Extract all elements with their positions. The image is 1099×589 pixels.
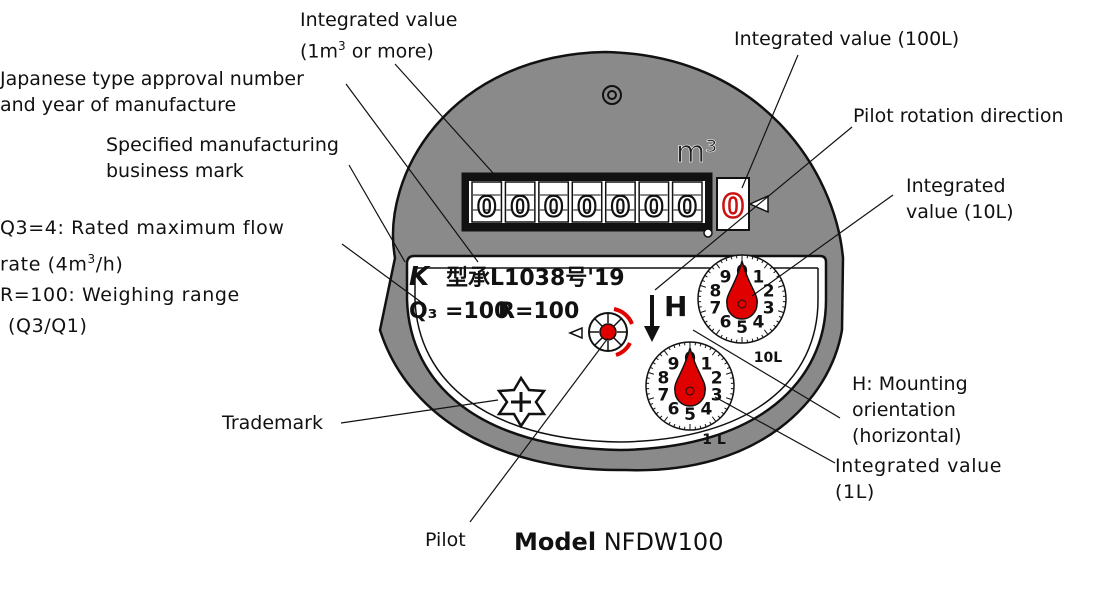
dial-number: 1 [701,354,713,374]
screw-icon [602,85,622,105]
dial-number: 6 [720,313,732,333]
label-pilot: Pilot [425,529,466,551]
dial-10l: 0123456789 [697,254,787,344]
label-integrated-10l: Integrated value (10L) [906,175,1014,223]
label-mounting: H: Mounting orientation (horizontal) [852,373,968,447]
model-title: Model NFDW100 [514,528,724,556]
dial-number: 3 [711,386,723,406]
red-digit-100l: 0 [722,187,744,225]
odometer-digit: 0 [477,190,496,223]
label-integrated-1m3: Integrated value (1m3 or more) [300,9,458,63]
label-business-mark: Specified manufacturing business mark [106,134,339,182]
dial-number: 3 [763,299,775,319]
odometer-digit: 0 [611,190,630,223]
dial-1l: 0123456789 [645,341,735,431]
dial-number: 7 [657,386,669,406]
needle-icon [674,347,706,407]
label-trademark: Trademark [222,412,323,434]
leader-lines [340,54,894,523]
dial-number: 2 [711,368,723,388]
unit-label: m³ [676,135,717,170]
dial-number: 5 [736,318,748,338]
down-arrow-icon [644,295,660,342]
odometer-digit: 0 [510,190,529,223]
odometer-digit: 0 [644,190,663,223]
dial-number: 5 [684,405,696,425]
odometer-digit: 0 [577,190,596,223]
odometer-digit: 0 [678,190,697,223]
dial-number: 6 [668,400,680,420]
dial-number: 8 [709,281,721,301]
dial-number: 1 [753,267,765,287]
pilot-icon [568,307,634,357]
odometer-digit: 0 [544,190,563,223]
label-integrated-100l: Integrated value (100L) [734,28,960,50]
label-pilot-rotation: Pilot rotation direction [853,105,1064,127]
dial-number: 8 [657,368,669,388]
label-q3-r: Q3=4: Rated maximum flow rate (4m3/h) R=… [0,217,285,338]
label-integrated-1l: Integrated value (1L) [835,455,1003,503]
h-mark: H [664,290,687,323]
dial-number: 9 [668,354,680,374]
dial-number: 4 [753,313,765,333]
label-type-approval: Japanese type approval number and year o… [0,68,304,116]
trademark-icon [496,375,547,429]
dial-10l-label: 10L [754,350,782,366]
dial-number: 9 [720,267,732,287]
k-mark: K [409,262,431,292]
approval-number: 型承L1038号'19 [446,266,625,291]
dial-number: 4 [701,400,713,420]
dial-number: 7 [709,299,721,319]
spec-q3: Q₃ =100 [409,299,509,324]
dial-number: 2 [763,281,775,301]
dial-1l-label: 1 L [702,432,726,448]
spec-r: R=100 [498,299,579,324]
